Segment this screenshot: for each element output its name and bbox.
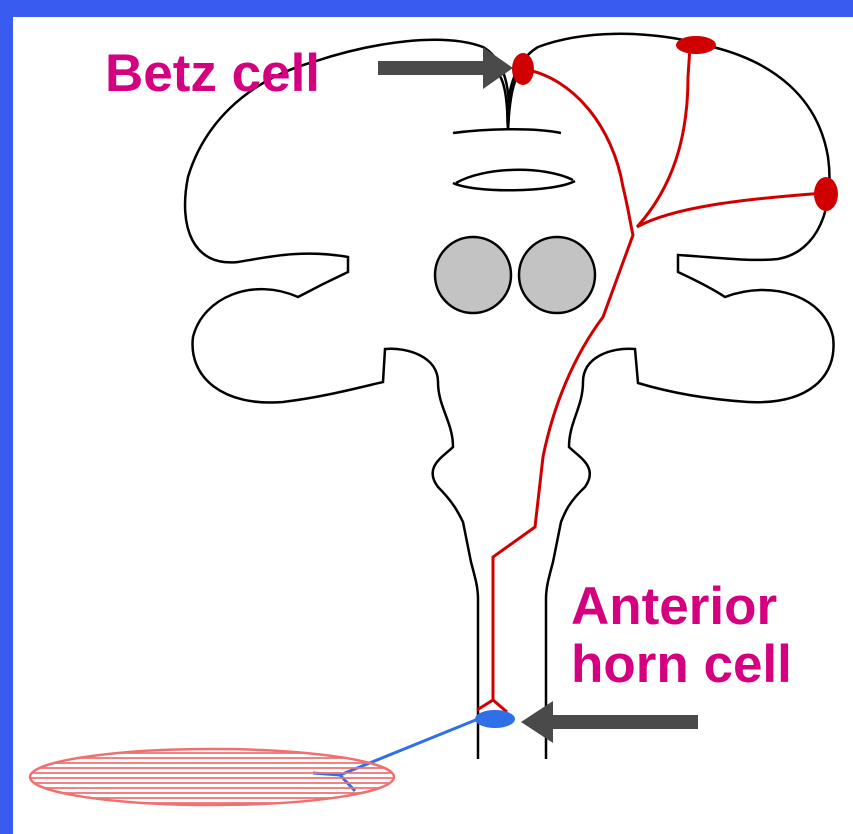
tract-branch-lateral bbox=[637, 193, 825, 227]
cerebrum-outline bbox=[185, 40, 509, 759]
betz-cell-label: Betz cell bbox=[105, 45, 320, 103]
lower-motor-neuron-axon bbox=[340, 717, 483, 775]
arrow-to-anterior-horn-cell bbox=[521, 701, 698, 743]
motor-cortex-neuron-lateral bbox=[814, 177, 838, 211]
tract-branch-top bbox=[637, 47, 690, 227]
slide-canvas: Betz cell Anterior horn cell bbox=[13, 17, 853, 834]
thalamus-right bbox=[519, 237, 595, 313]
anterior-horn-cell-label-line2: horn cell bbox=[571, 636, 792, 694]
ventricle-arc bbox=[456, 170, 573, 183]
anterior-horn-cell-label-line1: Anterior bbox=[571, 578, 792, 636]
motor-pathway-diagram bbox=[13, 17, 853, 834]
thalamus-left bbox=[435, 237, 511, 313]
betz-cell-body bbox=[512, 53, 534, 85]
ventricle-lower bbox=[453, 181, 575, 190]
motor-cortex-neuron-top bbox=[676, 36, 716, 54]
anterior-horn-cell-label: Anterior horn cell bbox=[571, 578, 792, 694]
ventricle-upper bbox=[453, 129, 561, 133]
